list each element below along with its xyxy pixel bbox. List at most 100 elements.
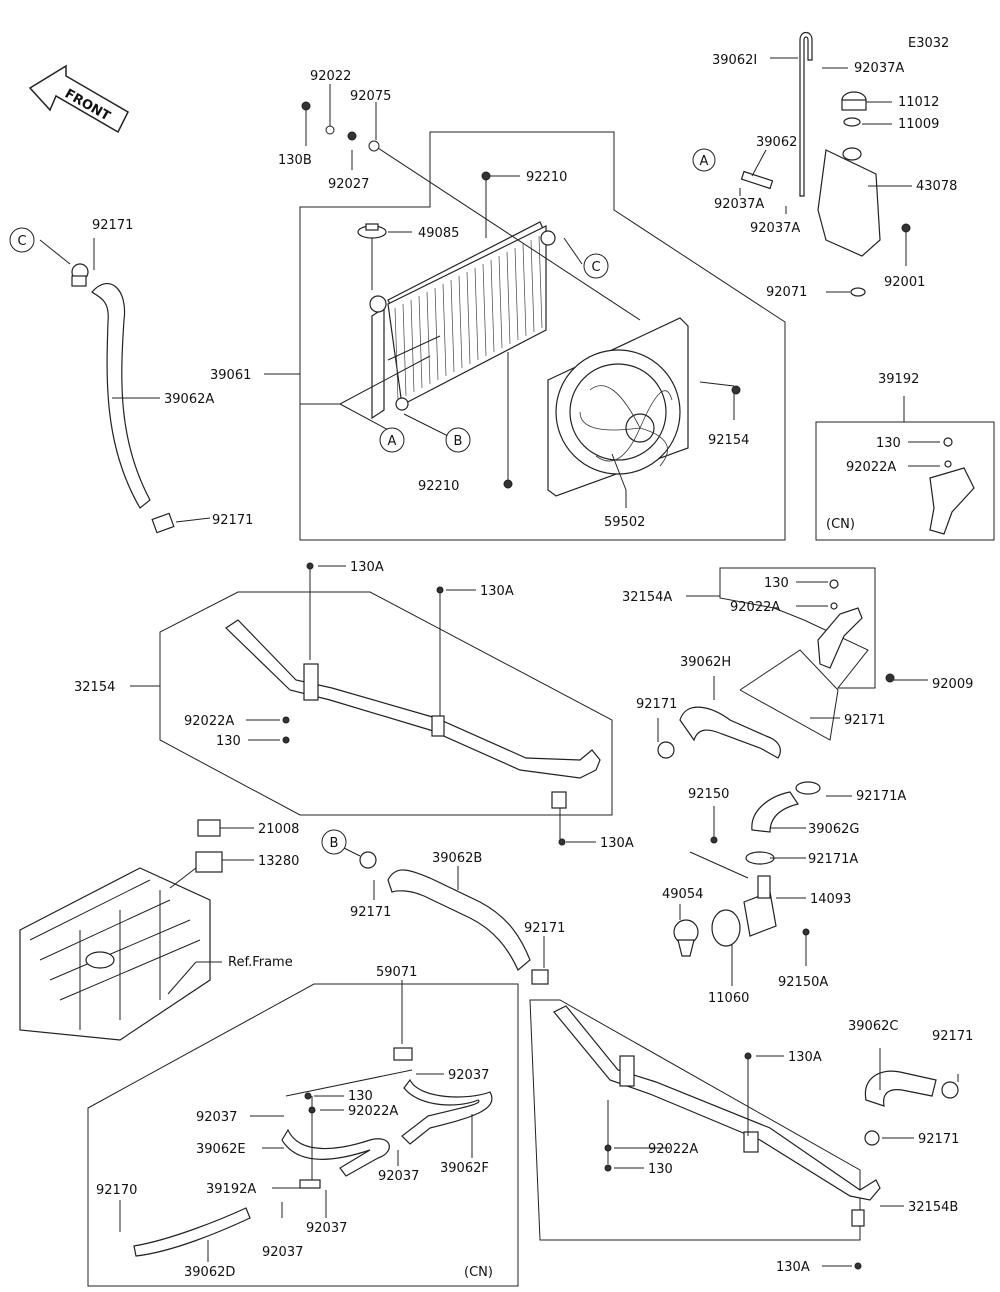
label-39062b: 39062B — [432, 851, 482, 866]
label-39062f: 39062F — [440, 1161, 489, 1176]
label-92037-1: 92037 — [448, 1068, 489, 1083]
svg-text:C: C — [591, 260, 600, 275]
label-92150a: 92150A — [778, 975, 828, 990]
hardware-bolts — [282, 101, 911, 1270]
label-92170: 92170 — [96, 1183, 137, 1198]
hose-39062-small — [740, 170, 774, 190]
label-92022a-l: 92022A — [184, 714, 234, 729]
label-130a-2: 130A — [480, 584, 514, 599]
label-92171-c2: 92171 — [918, 1132, 959, 1147]
label-92154: 92154 — [708, 433, 749, 448]
callout-b-radiator: B — [445, 427, 471, 453]
label-92171-h: 92171 — [636, 697, 677, 712]
label-11009: 11009 — [898, 117, 939, 132]
radiator-cap — [357, 223, 387, 239]
label-130b: 130B — [278, 153, 312, 168]
pipe-group-frame-32154 — [159, 591, 613, 816]
label-39062c: 39062C — [848, 1019, 898, 1034]
guide-lines-32154a — [739, 649, 839, 741]
callout-c-radiator: C — [583, 253, 609, 279]
fitting-39192 — [929, 437, 975, 535]
label-92210-bot: 92210 — [418, 479, 459, 494]
outlet-14093 — [711, 875, 777, 947]
label-cn-1: (CN) — [826, 517, 855, 532]
label-92075: 92075 — [350, 89, 391, 104]
label-39062e: 39062E — [196, 1142, 246, 1157]
svg-text:C: C — [17, 234, 26, 249]
label-13280: 13280 — [258, 854, 299, 869]
label-32154b: 32154B — [908, 1200, 958, 1215]
cn-box-39192 — [815, 421, 995, 541]
label-92210-top: 92210 — [526, 170, 567, 185]
label-92022a-cn: 92022A — [846, 460, 896, 475]
pipe-32154a — [817, 579, 863, 669]
pipe-32154b — [553, 1005, 881, 1227]
callout-a-top: A — [692, 148, 716, 172]
callout-c-left: C — [9, 227, 35, 253]
pipe-group-frame-32154b — [529, 999, 861, 1241]
label-92150: 92150 — [688, 787, 729, 802]
label-92001: 92001 — [884, 275, 925, 290]
hose-39062c — [864, 1070, 959, 1146]
label-39061: 39061 — [210, 368, 251, 383]
label-92171-b: 92171 — [350, 905, 391, 920]
clamp-92171-c — [71, 263, 89, 287]
callout-a-radiator: A — [379, 427, 405, 453]
hose-39062h — [657, 706, 781, 759]
pipe-group-frame-32154a — [719, 567, 876, 689]
label-59071: 59071 — [376, 965, 417, 980]
label-39062d: 39062D — [184, 1265, 235, 1280]
part-13280 — [195, 851, 223, 873]
label-130a-5: 130A — [776, 1260, 810, 1275]
label-130-r: 130 — [764, 576, 789, 591]
label-14093: 14093 — [810, 892, 851, 907]
label-92037a-b: 92037A — [750, 221, 800, 236]
callout-b-lower: B — [321, 829, 347, 855]
cn-hoses — [133, 1047, 493, 1257]
label-43078: 43078 — [916, 179, 957, 194]
label-130a-1: 130A — [350, 560, 384, 575]
svg-text:B: B — [330, 836, 339, 851]
label-92171-cc: 92171 — [932, 1029, 973, 1044]
label-92009: 92009 — [932, 677, 973, 692]
label-49054: 49054 — [662, 887, 703, 902]
svg-text:B: B — [454, 434, 463, 449]
label-92171a-2: 92171A — [808, 852, 858, 867]
label-39062g: 39062G — [808, 822, 859, 837]
label-32154a: 32154A — [622, 590, 672, 605]
label-cn-2: (CN) — [464, 1265, 493, 1280]
label-39192a: 39192A — [206, 1182, 256, 1197]
label-32154: 32154 — [74, 680, 115, 695]
label-92071: 92071 — [766, 285, 807, 300]
thermostat-49054 — [673, 919, 699, 957]
label-39062a: 39062A — [164, 392, 214, 407]
label-11060: 11060 — [708, 991, 749, 1006]
reservoir-tank-43078 — [817, 91, 881, 297]
label-92037a-a: 92037A — [714, 197, 764, 212]
hose-39062a — [91, 282, 175, 534]
svg-text:A: A — [700, 154, 709, 169]
label-92171a-1: 92171A — [856, 789, 906, 804]
label-92037-3: 92037 — [378, 1169, 419, 1184]
label-92022a-cn2: 92022A — [348, 1104, 398, 1119]
label-39062h: 39062H — [680, 655, 731, 670]
hose-39062g — [745, 781, 821, 865]
label-130a-3: 130A — [600, 836, 634, 851]
label-59502: 59502 — [604, 515, 645, 530]
label-92171-mid: 92171 — [212, 513, 253, 528]
label-130-cn: 130 — [876, 436, 901, 451]
label-92027: 92027 — [328, 177, 369, 192]
label-39062i: 39062I — [712, 53, 757, 68]
svg-text:A: A — [388, 434, 397, 449]
label-92022a-r: 92022A — [730, 600, 780, 615]
part-21008 — [197, 819, 221, 837]
tube-39062i — [799, 31, 813, 197]
label-11012: 11012 — [898, 95, 939, 110]
label-130-b: 130 — [648, 1162, 673, 1177]
leader-lines — [39, 57, 959, 1267]
front-arrow-icon: FRONT — [28, 64, 129, 134]
label-ref-frame: Ref.Frame — [228, 955, 293, 970]
pipe-32154 — [225, 619, 601, 809]
label-39062-small: 39062 — [756, 135, 797, 150]
